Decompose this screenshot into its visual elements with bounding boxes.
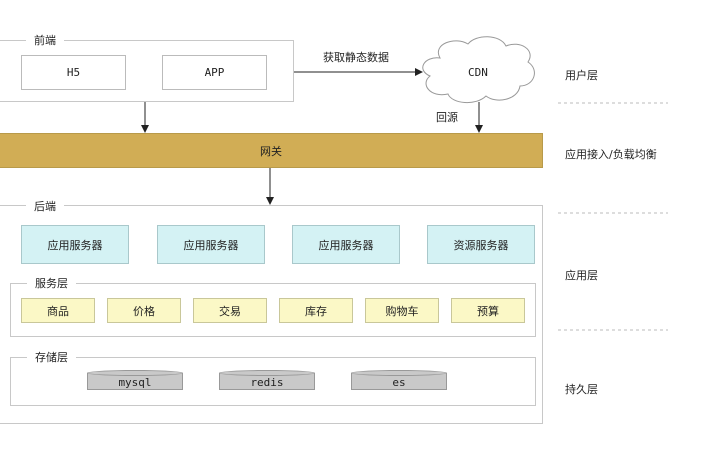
static-data-label: 获取静态数据 — [323, 51, 389, 64]
storage-layer-group — [10, 357, 536, 406]
app-server-box: 应用服务器 — [21, 225, 129, 264]
service-item: 预算 — [451, 298, 525, 323]
database-cylinder-icon: es — [351, 370, 447, 390]
service-item: 交易 — [193, 298, 267, 323]
cdn-cloud-icon — [422, 36, 535, 103]
frontend-group — [0, 40, 294, 102]
resource-server-box: 资源服务器 — [427, 225, 535, 264]
backend-label: 后端 — [26, 201, 64, 213]
storage-item: es — [351, 373, 447, 390]
h5-box: H5 — [21, 55, 126, 90]
backend-group — [0, 205, 543, 424]
layer-label-persistence: 持久层 — [565, 383, 598, 396]
layer-label-access: 应用接入/负载均衡 — [565, 148, 657, 161]
service-layer-label: 服务层 — [27, 278, 76, 290]
origin-pull-label: 回源 — [436, 111, 458, 124]
layer-label-app: 应用层 — [565, 269, 598, 282]
layer-label-user: 用户层 — [565, 69, 598, 82]
app-server-box: 应用服务器 — [157, 225, 265, 264]
service-item: 购物车 — [365, 298, 439, 323]
service-item: 商品 — [21, 298, 95, 323]
service-item: 价格 — [107, 298, 181, 323]
app-server-box: 应用服务器 — [292, 225, 400, 264]
app-box: APP — [162, 55, 267, 90]
database-cylinder-icon: mysql — [87, 370, 183, 390]
service-item: 库存 — [279, 298, 353, 323]
gateway-bar: 网关 — [0, 133, 543, 168]
storage-layer-label: 存储层 — [27, 352, 76, 364]
service-layer-group — [10, 283, 536, 337]
frontend-label: 前端 — [26, 35, 64, 47]
database-cylinder-icon: redis — [219, 370, 315, 390]
cdn-label: CDN — [468, 66, 488, 79]
storage-item: mysql — [87, 373, 183, 390]
storage-item: redis — [219, 373, 315, 390]
gateway-label: 网关 — [260, 144, 282, 158]
